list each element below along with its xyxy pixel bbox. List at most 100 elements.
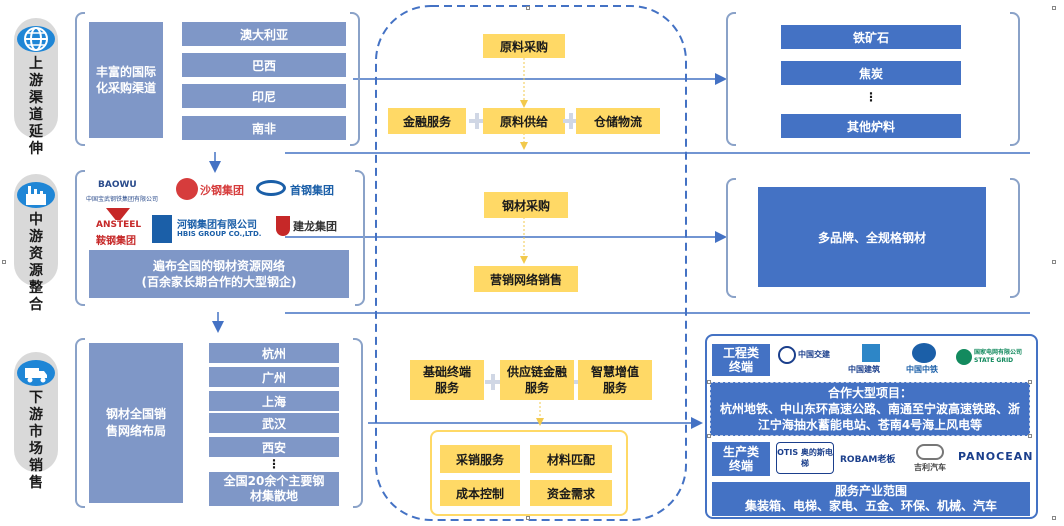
shougang-logo-mark [256, 180, 286, 196]
ellipsis: ⋮ [865, 90, 877, 104]
plus-icon [563, 113, 579, 129]
crec-logo: 中国中铁 [906, 365, 938, 374]
service-box: 成本控制 [440, 480, 520, 506]
city-box: 西安 [209, 437, 339, 457]
plus-icon [485, 374, 501, 390]
resource-network: 遍布全国的钢材资源网络 (百余家长期合作的大型钢企) [89, 250, 349, 298]
production-label: 生产类终端 [712, 442, 770, 476]
truck-icon [17, 360, 55, 386]
service-box: 资金需求 [530, 480, 612, 506]
frame-handle [2, 260, 6, 264]
country-box: 印尼 [182, 84, 346, 108]
bracket-right-mid-left [726, 178, 736, 298]
globe-icon [17, 26, 55, 52]
scope-box: 服务产业范围 集装箱、电梯、家电、五金、环保、机械、汽车 [712, 482, 1030, 516]
bracket-right-top-left [726, 12, 736, 146]
city-box: 武汉 [209, 413, 339, 433]
bracket-downstream-left [75, 338, 85, 508]
frame-handle [1052, 260, 1056, 264]
cscec-logo-mark [862, 344, 880, 362]
scope-text: 集装箱、电梯、家电、五金、环保、机械、汽车 [744, 499, 997, 513]
plus-icon [469, 113, 485, 129]
jianlong-logo-mark [276, 216, 290, 236]
steel-purchase-box: 钢材采购 [484, 192, 568, 218]
stage-label: 中游资源整合 [29, 212, 43, 313]
stage-downstream: 下游市场销售 [14, 352, 58, 491]
shagang-logo-mark [176, 178, 198, 200]
raw-purchase-box: 原料采购 [483, 34, 565, 58]
supply-chain-box: 供应链金融服务 [500, 360, 574, 400]
bracket-upstream-left [75, 12, 85, 146]
stage-label: 上游渠道延伸 [29, 56, 43, 157]
service-box: 采销服务 [440, 445, 520, 473]
material-box: 其他炉料 [781, 114, 961, 138]
bracket-right-mid-right [1010, 178, 1020, 298]
baowu-logo: BAOWU [98, 180, 137, 190]
bracket-midstream-left [75, 170, 85, 306]
material-box: 焦炭 [781, 61, 961, 85]
smart-value-box: 智慧增值服务 [578, 360, 652, 400]
handle-dot [1028, 434, 1032, 438]
shagang-logo: 沙钢集团 [200, 184, 244, 197]
material-box: 铁矿石 [781, 25, 961, 49]
scope-title: 服务产业范围 [834, 484, 907, 498]
otis-logo-frame: OTIS 奥的斯电梯 [776, 442, 834, 474]
bracket-right-top-right [1010, 12, 1020, 146]
stage-label: 下游市场销售 [29, 390, 43, 491]
hbis-logo-mark [152, 215, 172, 243]
jianlong-logo: 建龙集团 [293, 220, 337, 233]
bracket-upstream-right [350, 12, 360, 146]
country-box: 南非 [182, 116, 346, 140]
marketing-box: 营销网络销售 [474, 266, 578, 292]
city-box-summary: 全国20余个主要钢材集散地 [209, 472, 339, 506]
ansteel-cn: 鞍钢集团 [96, 236, 136, 247]
cscec-logo: 中国建筑 [848, 365, 880, 374]
upstream-title: 丰富的国际化采购渠道 [89, 22, 163, 138]
city-box: 上海 [209, 391, 339, 411]
stategrid-logo-mark [956, 349, 972, 365]
frame-handle [1052, 516, 1056, 520]
engineering-label: 工程类终端 [712, 344, 770, 376]
geely-logo: 吉利汽车 [914, 463, 946, 472]
ellipsis: ⋮ [268, 457, 280, 471]
crec-logo-mark [912, 343, 936, 363]
downstream-title: 钢材全国销售网络布局 [89, 343, 183, 503]
stage-midstream: 中游资源整合 [14, 174, 58, 313]
bracket-downstream-right [353, 338, 363, 508]
bracket-midstream-right [355, 170, 365, 306]
finance-box: 金融服务 [388, 108, 466, 134]
factory-icon [17, 182, 55, 208]
storage-box: 仓储物流 [576, 108, 660, 134]
robam-logo: ROBAM老板 [840, 455, 896, 465]
service-box: 材料匹配 [530, 445, 612, 473]
projects-box: 合作大型项目： 杭州地铁、中山东环高速公路、南通至宁波高速铁路、浙江宁海抽水蓄能… [710, 382, 1030, 436]
frame-handle [1052, 6, 1056, 10]
projects-text: 杭州地铁、中山东环高速公路、南通至宁波高速铁路、浙江宁海抽水蓄能电站、苍南4号海… [719, 402, 1020, 432]
ccc-logo: 中国交建 [798, 350, 830, 359]
stategrid-logo: 国家电网有限公司 STATE GRID [974, 349, 1023, 364]
downstream-client-panel [705, 334, 1038, 519]
stage-upstream: 上游渠道延伸 [14, 18, 58, 157]
basic-terminal-box: 基础终端服务 [410, 360, 484, 400]
baowu-caption: 中国宝武钢铁集团有限公司 [86, 196, 159, 203]
projects-title: 合作大型项目： [827, 386, 912, 400]
frame-handle [526, 516, 530, 520]
hbis-logo: 河钢集团有限公司 [177, 220, 257, 231]
country-box: 巴西 [182, 53, 346, 77]
handle-dot [1028, 380, 1032, 384]
raw-supply-box: 原料供给 [483, 108, 565, 134]
handle-dot [707, 434, 711, 438]
service-bracket [430, 430, 628, 516]
otis-logo: OTIS 奥的斯电梯 [777, 448, 833, 468]
frame-handle [526, 6, 530, 10]
city-box: 广州 [209, 367, 339, 387]
steel-products-box: 多品牌、全规格钢材 [758, 187, 986, 287]
panocean-logo: PANOCEAN [958, 450, 1034, 463]
city-box: 杭州 [209, 343, 339, 363]
handle-dot [707, 380, 711, 384]
hbis-en: HBIS GROUP CO.,LTD. [177, 230, 262, 238]
ansteel-logo: ANSTEEL [96, 220, 142, 230]
ccc-logo-mark [778, 346, 796, 364]
